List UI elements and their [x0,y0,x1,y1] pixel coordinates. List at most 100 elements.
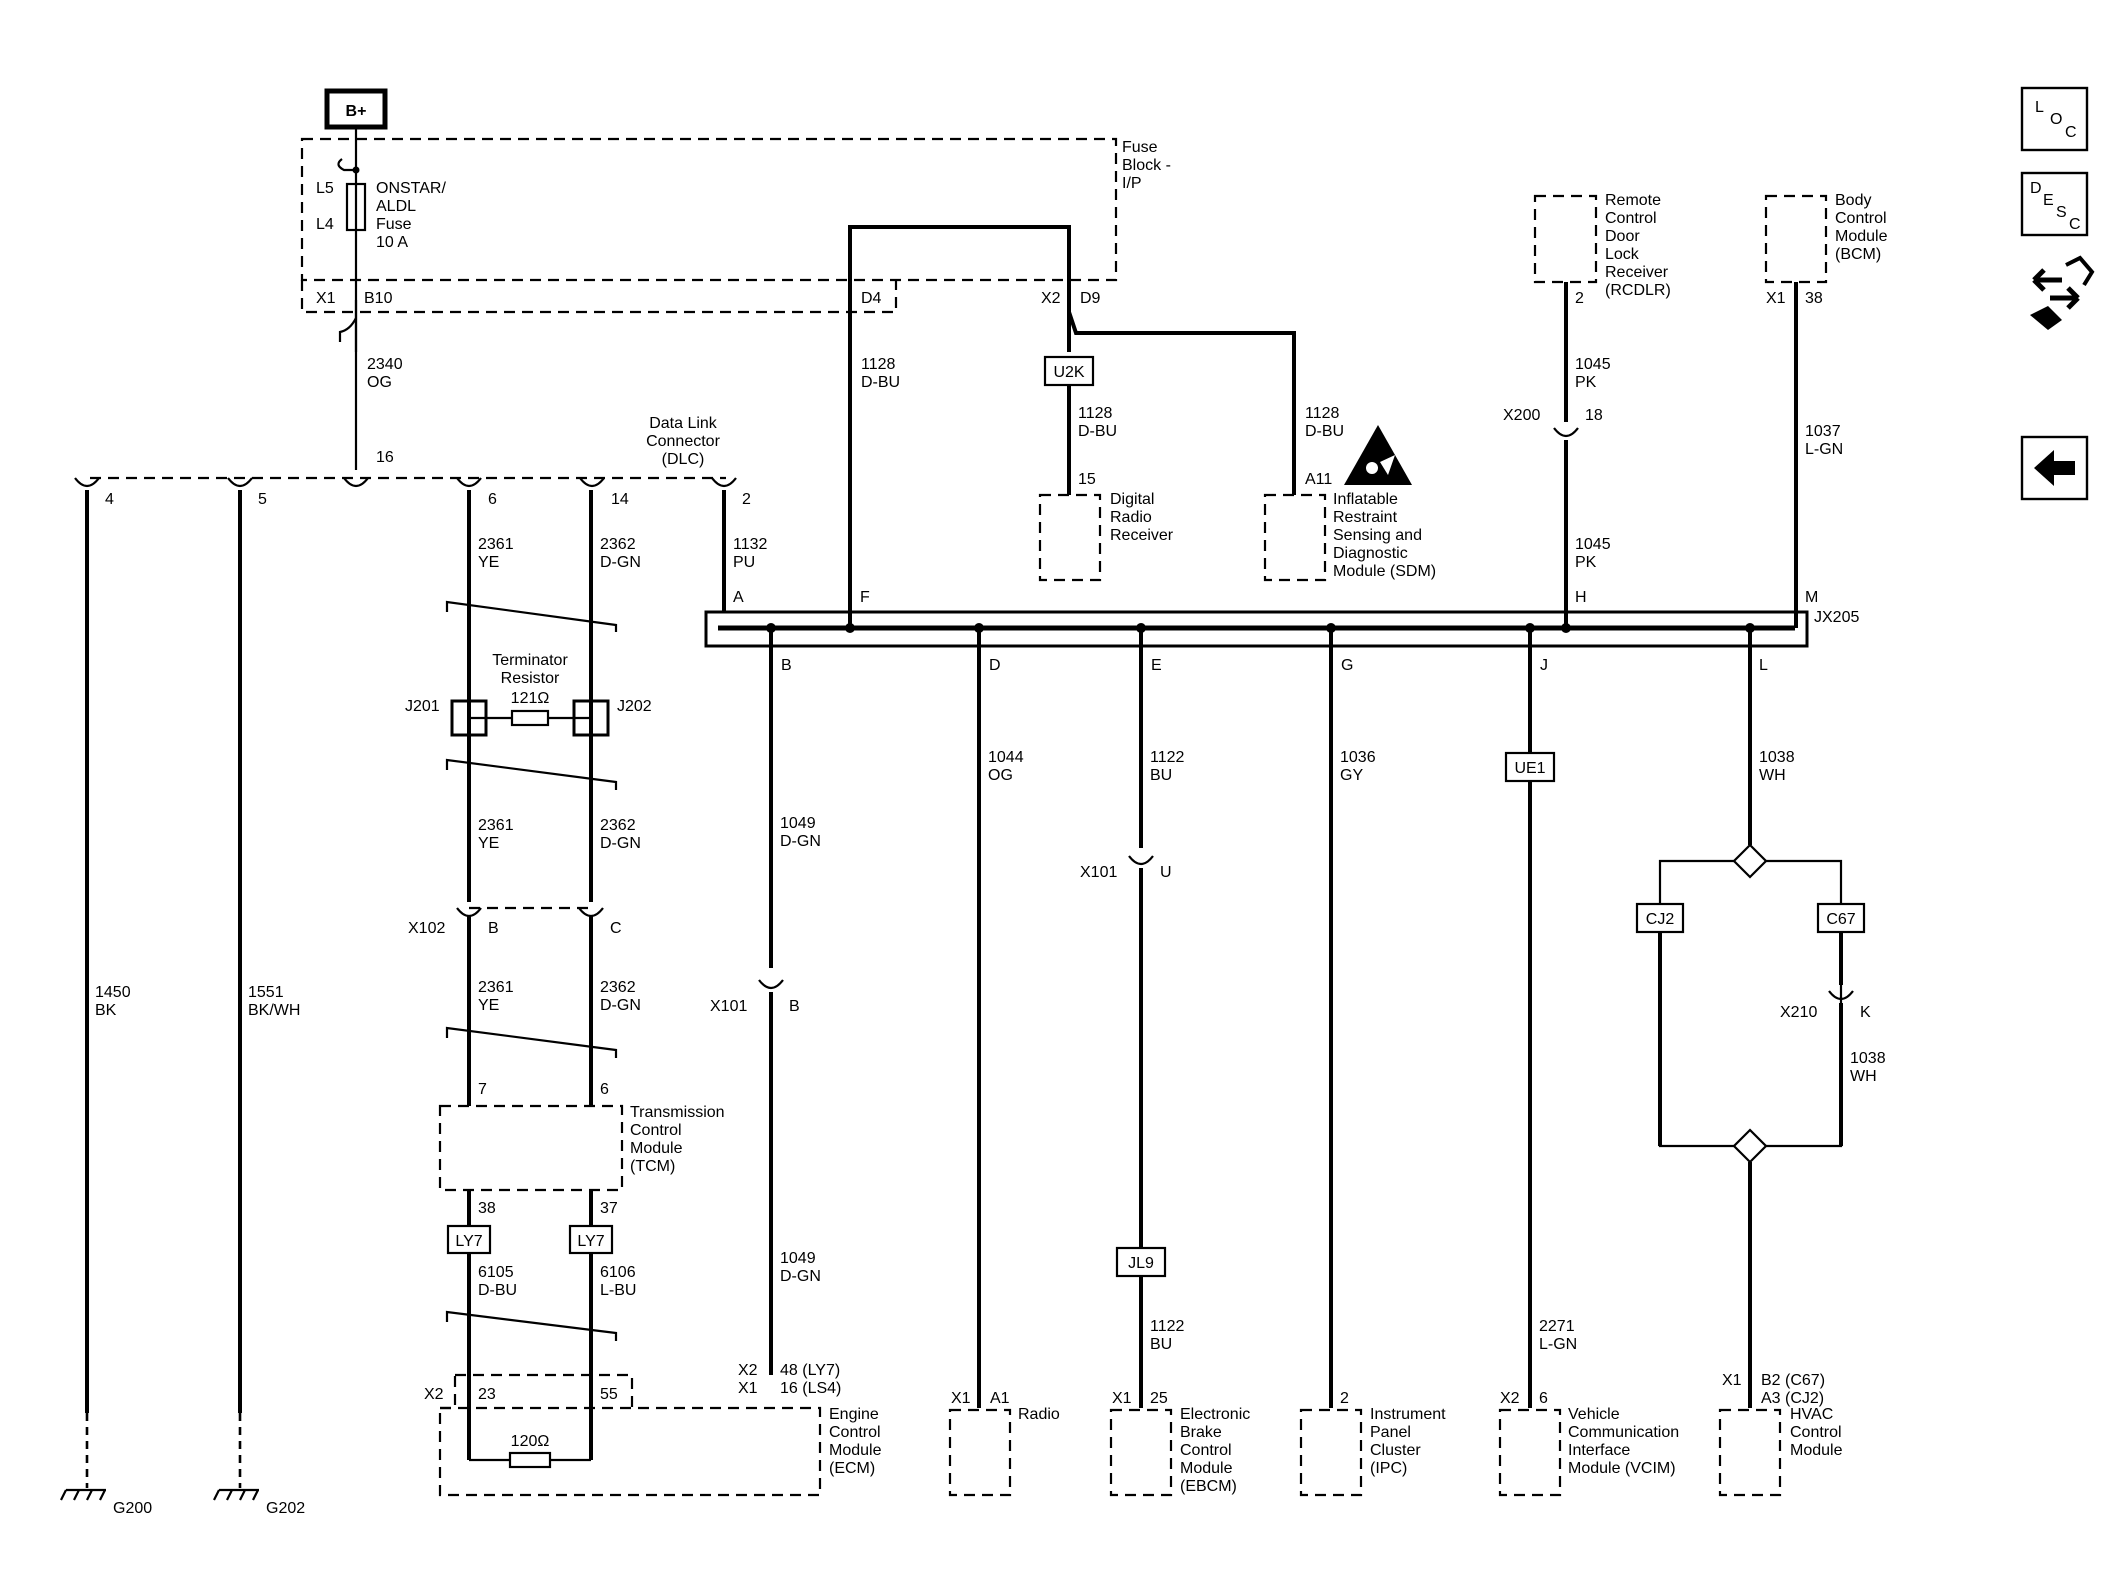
ebcm-module [1109,1408,1173,1497]
jx205-pin-g: G [1341,657,1353,674]
vcim-pin: 6 [1539,1390,1548,1407]
arrow-right-icon [2050,286,2080,310]
dlc-pin-2: 2 [742,491,751,508]
bcm-name-2: Control [1835,210,1887,227]
wire-2361-num-2: 2361 [478,817,514,834]
hvac-conn: X1 [1722,1372,1742,1389]
d9-label: D9 [1080,290,1101,307]
ebcm-name-1: Electronic [1180,1406,1250,1423]
option-c67-label: C67 [1826,911,1855,928]
wire-2362-num-3: 2362 [600,979,636,996]
wire-2340-num: 2340 [367,356,403,373]
wire-1036-num: 1036 [1340,749,1376,766]
jx205-pin-a: A [733,589,744,606]
wire-1038-color-2: WH [1850,1068,1877,1085]
wire-1128-color-1: D-BU [861,374,900,391]
wire-1049-num-1: 1049 [780,815,816,832]
ecm-x2-label: X2 [424,1386,444,1403]
bcm-name-1: Body [1835,192,1871,209]
dlc-name-1: Data Link [649,415,718,432]
ebcm-name-4: Module [1180,1460,1233,1477]
wire-1128-num-2: 1128 [1078,405,1113,422]
wire-1122-color-1: BU [1150,767,1172,784]
ebcm-name-3: Control [1180,1442,1232,1459]
bcm-module [1764,194,1828,284]
dlc-pin-4: 4 [105,491,114,508]
option-ly7-right-label: LY7 [577,1233,604,1250]
wire-2362-num: 2362 [600,536,636,553]
ecm-pin-23: 23 [478,1386,496,1403]
vcim-conn: X2 [1500,1390,1520,1407]
wire-1128-color-2: D-BU [1078,423,1117,440]
wire-1450-color: BK [95,1002,117,1019]
tcm-pin-7: 7 [478,1081,487,1098]
wire-1122-num-1: 1122 [1150,749,1185,766]
wire-1132-color: PU [733,554,755,571]
ipc-pin: 2 [1340,1390,1349,1407]
arrow-left-icon [2032,268,2062,292]
tcm-name-1: Transmission [630,1104,725,1121]
drr-name-1: Digital [1110,491,1154,508]
digital-radio-receiver [1038,493,1102,582]
desc-button[interactable]: D E S C [2020,171,2089,237]
j202-label: J202 [617,698,652,715]
desc-letter-e: E [2043,192,2054,209]
tcm-module [438,1104,624,1192]
x102-label: X102 [408,920,445,937]
wire-1045-color-2: PK [1575,554,1597,571]
b10-label: B10 [364,290,393,307]
drr-name-3: Receiver [1110,527,1174,544]
ecm-module [438,1406,822,1497]
desc-letter-c: C [2069,216,2081,233]
option-ue1-label: UE1 [1514,760,1545,777]
option-u2k-label: U2K [1053,364,1084,381]
loc-button[interactable]: L O C [2020,86,2089,152]
ipc-name-3: Cluster [1370,1442,1421,1459]
fuse-block-label-3: I/P [1122,175,1142,192]
ground-g200: G200 [113,1500,152,1517]
wire-2362-color-3: D-GN [600,997,641,1014]
dlc-pin-6: 6 [488,491,497,508]
terminator-resistor [510,709,550,727]
wire-1551-num: 1551 [248,984,284,1001]
ecm-name-2: Control [829,1424,881,1441]
sdm-name-4: Diagnostic [1333,545,1408,562]
wire-1122-num-2: 1122 [1150,1318,1185,1335]
fuse-name-3: Fuse [376,216,412,233]
loc-letter-c: C [2065,124,2077,141]
wire-1128-color-3: D-BU [1305,423,1344,440]
wire-2361-color: YE [478,554,499,571]
sdm-module [1263,493,1327,582]
sdm-pin: A11 [1305,471,1332,488]
ecm-name-1: Engine [829,1406,879,1423]
wire-1132-num: 1132 [733,536,768,553]
fuse-block-label-1: Fuse [1122,139,1158,156]
tcm-pin-37: 37 [600,1200,618,1217]
wire-1045-color-1: PK [1575,374,1597,391]
fuse-pin-in: L5 [316,180,334,197]
tcm-pin-38: 38 [478,1200,496,1217]
j201-label: J201 [405,698,440,715]
desc-letter-s: S [2056,204,2067,221]
wire-1128-num-3: 1128 [1305,405,1340,422]
back-button[interactable] [2020,435,2089,501]
jx205-pin-f: F [860,589,870,606]
option-ly7-left [446,1224,492,1255]
component-locator-button[interactable] [2030,255,2095,330]
tcm-name-2: Control [630,1122,682,1139]
radio-pin: A1 [990,1390,1010,1407]
bcm-name-3: Module [1835,228,1888,245]
jx205-pin-m: M [1805,589,1818,606]
x2-label: X2 [1041,290,1061,307]
option-u2k [1043,355,1095,387]
loc-letter-o: O [2050,111,2062,128]
wire-2361-color-3: YE [478,997,499,1014]
terminator-name-2: Resistor [501,670,560,687]
sdm-name-5: Module (SDM) [1333,563,1436,580]
ebcm-conn: X1 [1112,1390,1132,1407]
ecm-x2-pin: 48 (LY7) [780,1362,840,1379]
loc-letter-l: L [2035,99,2044,116]
option-ly7-left-label: LY7 [455,1233,482,1250]
jx205-pin-j: J [1540,657,1548,674]
back-arrow-icon [2034,450,2075,486]
